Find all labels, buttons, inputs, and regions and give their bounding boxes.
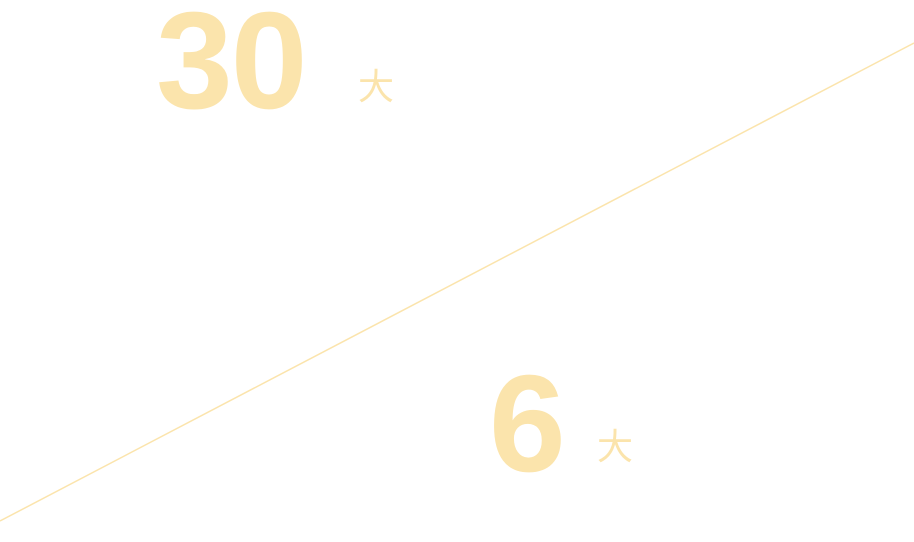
- stat-unit-30: 大: [358, 67, 395, 108]
- stat-value-6: 6: [489, 347, 566, 501]
- stat-unit-6: 大: [597, 427, 634, 468]
- stat-value-30: 30: [156, 0, 307, 138]
